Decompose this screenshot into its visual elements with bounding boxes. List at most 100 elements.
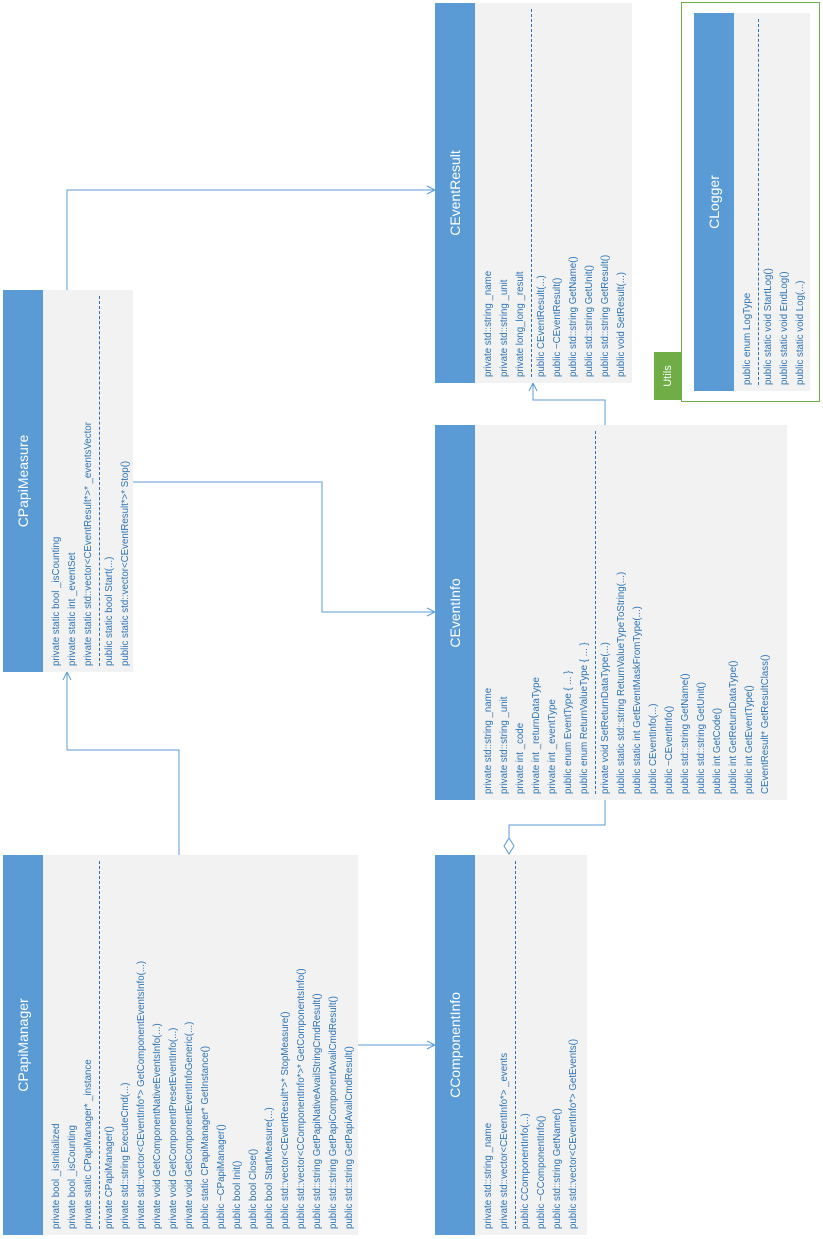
method: public int GetReturnDataType() [728,660,739,794]
class-cpapimanager-name: CPapiManager [15,998,31,1092]
method: public void SetResult(...) [616,272,627,377]
method: public ~CEventInfo() [664,705,675,794]
method: public static int GetEventMaskFromType(.… [632,606,643,794]
method: public std::string GetUnit() [696,682,707,794]
class-ceventresult-fields: private std::string _name private std::s… [481,9,529,377]
method: public CEventResult(...) [536,275,547,377]
class-clogger-methods: public static void StartLog() public sta… [761,19,809,385]
class-cpapimeasure-body: private static bool _isCounting private … [43,290,133,672]
method: public std::vector<CComponentInfo*>* Get… [296,968,307,1229]
field: public enum ReturnValueType { ... } [579,642,590,794]
package-utils-tab: Utils [654,352,681,400]
class-ceventinfo-methods: private void SetReturnDataType(...) publ… [598,431,774,794]
class-ceventresult-header: CEventResult [435,3,475,383]
class-ceventinfo-body: private std::string _name private std::s… [475,425,787,800]
method: public std::string GetName() [568,256,579,377]
method: public std::string GetName() [552,1108,563,1229]
method: public static void StartLog() [763,268,774,385]
method: CEventResult* GetResultClass() [760,654,771,794]
field: private static CPapiManager* _instance [83,1059,94,1229]
field: private std::string _name [483,270,494,377]
class-cpapimeasure: CPapiMeasure private static bool _isCoun… [3,290,133,672]
class-ccomponentinfo: CComponentInfo private std::string _name… [435,855,587,1235]
class-clogger-name: CLogger [706,175,722,229]
method: public int GetCode() [712,707,723,794]
class-cpapimanager-fields: private bool _isInitialized private bool… [49,861,97,1229]
class-ccomponentinfo-header: CComponentInfo [435,855,475,1235]
field: private bool _isInitialized [51,1123,62,1229]
field: private std::string _unit [499,696,510,794]
field: private int _eventType [547,699,558,794]
class-ceventinfo-separator [595,431,596,794]
class-ceventresult: CEventResult private std::string _name p… [435,3,632,383]
class-ceventresult-separator [531,9,532,377]
class-ccomponentinfo-body: private std::string _name private std::v… [475,855,587,1235]
method: public ~CComponentInfo() [536,1115,547,1229]
class-ccomponentinfo-methods: public CComponentInfo(...) public ~CComp… [518,861,582,1229]
method: private void GetComponentEventInfoGeneri… [184,1021,195,1229]
connector-manager-to-measure [67,672,180,855]
class-ccomponentinfo-name: CComponentInfo [447,992,463,1098]
class-clogger-separator [758,19,759,385]
method: public static bool Start(...) [104,556,115,666]
class-cpapimeasure-name: CPapiMeasure [15,434,31,528]
class-ccomponentinfo-fields: private std::string _name private std::v… [481,861,513,1229]
field: private long_long _result [515,271,526,377]
method: public static std::string ReturnValueTyp… [616,571,627,794]
method: public bool Init() [232,1160,243,1229]
method: private std::vector<CEventInfo*> GetComp… [136,960,147,1229]
method: public static void EndLog() [779,271,790,385]
field: private std::string _unit [499,279,510,377]
field: private static int _eventSet [67,552,78,666]
class-ceventinfo: CEventInfo private std::string _name pri… [435,425,787,800]
connector-eventinfo-to-eventresult [533,383,606,425]
method: public static std::vector<CEventResult*>… [120,460,131,666]
class-ceventresult-name: CEventResult [447,150,463,236]
class-cpapimeasure-fields: private static bool _isCounting private … [49,296,97,666]
class-cpapimanager-separator [99,861,100,1229]
field: private bool _isCounting [67,1125,78,1229]
package-utils-label: Utils [661,365,674,387]
method: public std::string GetName() [680,673,691,794]
method: private CPapiManager() [104,1126,115,1229]
method: public std::string GetPapiAvailCmdResult… [344,1046,355,1229]
method: public bool Close() [248,1148,259,1229]
method: public ~CPapiManager() [216,1124,227,1229]
method: public CEventInfo(...) [648,703,659,794]
method: public std::string GetResult() [600,254,611,377]
class-cpapimanager-header: CPapiManager [3,855,43,1235]
class-cpapimanager-methods: private CPapiManager() private std::stri… [102,861,358,1229]
method: public std::string GetUnit() [584,265,595,377]
field: public enum LogType [742,292,753,385]
class-clogger-fields: public enum LogType [740,19,756,385]
method: private void GetComponentNativeEventsInf… [152,1023,163,1229]
class-ceventresult-methods: public CEventResult(...) public ~CEventR… [534,9,630,377]
class-ceventinfo-header: CEventInfo [435,425,475,800]
class-cpapimeasure-header: CPapiMeasure [3,290,43,672]
method: public std::string GetPapiNativeAvailStr… [312,993,323,1229]
field: public enum EventType { ... } [563,670,574,794]
class-ceventinfo-fields: private std::string _name private std::s… [481,431,593,794]
field: private int _returnDataType [531,677,542,794]
method: public int GetEventType() [744,685,755,794]
method: public static void Log(...) [795,280,806,385]
field: private static bool _isCounting [51,536,62,666]
field: private std::string _name [483,1122,494,1229]
connector-measure-to-eventresult [66,190,435,290]
method: public ~CEventResult() [552,277,563,377]
connector-measure-to-eventinfo [133,481,435,612]
method: public std::vector<CEventInfo*> GetEvent… [568,1038,579,1229]
class-clogger: CLogger public enum LogType public stati… [694,13,810,391]
class-cpapimanager: CPapiManager private bool _isInitialized… [3,855,358,1235]
class-clogger-header: CLogger [694,13,734,391]
field: private static std::vector<CEventResult*… [83,422,94,666]
method: public std::string GetPapiComponentAvail… [328,996,339,1229]
method: private void GetComponentPresetEventInfo… [168,1027,179,1229]
class-ceventinfo-name: CEventInfo [447,577,463,648]
method: public bool StartMeasure(...) [264,1107,275,1229]
aggregation-diamond-icon [503,837,515,855]
field: private std::vector<CEventInfo*> _events [499,1052,510,1229]
class-ceventresult-body: private std::string _name private std::s… [475,3,632,383]
field: private std::string _name [483,687,494,794]
